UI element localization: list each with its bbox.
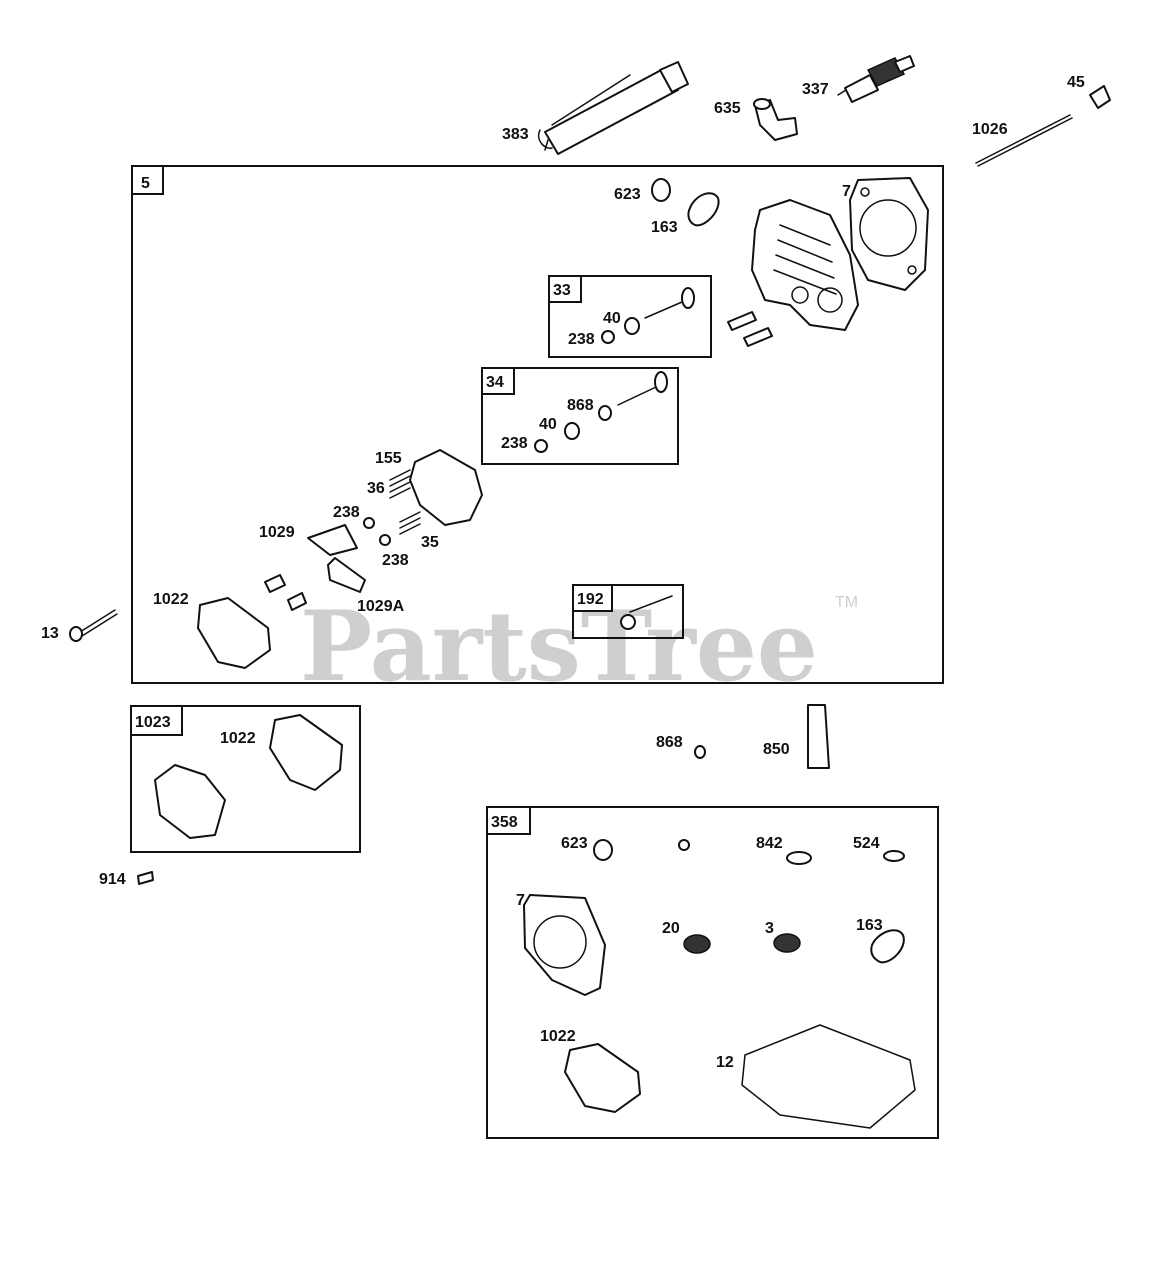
bolt-part[interactable] [69, 609, 118, 642]
o-ring-524-part[interactable] [883, 850, 905, 862]
rocker-arm-part[interactable] [307, 524, 358, 556]
kit-192-frame: 192 [572, 584, 684, 639]
valve-cover-gasket-kit-part[interactable] [564, 1043, 641, 1113]
exhaust-valve-part[interactable] [601, 287, 695, 344]
callout-1022[interactable]: 1022 [153, 591, 189, 608]
exhaust-gasket-kit-part[interactable] [870, 929, 905, 964]
kit-5-frame: 5 [131, 165, 944, 684]
callout-1026[interactable]: 1026 [972, 121, 1008, 138]
watermark-tm: TM [835, 594, 858, 611]
spark-plug-wrench-part[interactable] [538, 61, 689, 155]
valve-cover-part[interactable] [154, 714, 343, 839]
retainer-part[interactable] [379, 534, 391, 546]
callout-12[interactable]: 12 [716, 1054, 734, 1071]
kit-34-frame: 34 [481, 367, 679, 465]
callout-13[interactable]: 13 [41, 625, 59, 642]
push-rod-part[interactable] [975, 85, 1111, 167]
sealant-tube-part[interactable] [807, 704, 830, 769]
stud-part[interactable] [264, 574, 286, 593]
cylinder-head-part[interactable] [727, 199, 859, 347]
kit-1023-frame: 1023 [130, 705, 361, 853]
callout-914[interactable]: 914 [99, 871, 126, 888]
kit-358-label[interactable]: 358 [491, 814, 518, 831]
callout-3[interactable]: 3 [765, 920, 774, 937]
kit-34-label[interactable]: 34 [486, 374, 504, 391]
callout-623[interactable]: 623 [561, 835, 588, 852]
callout-635[interactable]: 635 [714, 100, 741, 117]
callout-36[interactable]: 36 [367, 480, 385, 497]
kit-358-frame: 358 [486, 806, 939, 1139]
head-gasket-kit-part[interactable] [523, 894, 606, 996]
o-ring-842-part[interactable] [786, 851, 812, 865]
screw-part[interactable] [137, 871, 154, 885]
callout-20[interactable]: 20 [662, 920, 680, 937]
callout-850[interactable]: 850 [763, 741, 790, 758]
rocker-arm-part[interactable] [327, 557, 366, 593]
callout-1022[interactable]: 1022 [540, 1028, 576, 1045]
callout-337[interactable]: 337 [802, 81, 829, 98]
kit-33-frame: 33 [548, 275, 712, 358]
callout-623[interactable]: 623 [614, 186, 641, 203]
callout-163[interactable]: 163 [651, 219, 678, 236]
kit-192-label[interactable]: 192 [577, 591, 604, 608]
spark-plug-boot-part[interactable] [753, 98, 798, 141]
exhaust-gasket-part[interactable] [687, 192, 720, 227]
callout-868[interactable]: 868 [656, 734, 683, 751]
callout-383[interactable]: 383 [502, 126, 529, 143]
valve-cover-gasket-part[interactable] [197, 597, 271, 669]
head-gasket-part[interactable] [849, 177, 929, 291]
intake-valve-part[interactable] [534, 371, 668, 453]
callout-524[interactable]: 524 [853, 835, 880, 852]
callout-35[interactable]: 35 [421, 534, 439, 551]
callout-155[interactable]: 155 [375, 450, 402, 467]
retainer-part[interactable] [363, 517, 375, 529]
seal-part[interactable] [678, 839, 690, 851]
o-ring-kit-part[interactable] [593, 839, 613, 861]
watermark: PartsTree [300, 590, 818, 703]
callout-868[interactable]: 868 [567, 397, 594, 414]
oil-seal-20-part[interactable] [683, 934, 711, 954]
spark-plug-part[interactable] [837, 55, 915, 103]
callout-238[interactable]: 238 [501, 435, 528, 452]
o-ring-part[interactable] [651, 178, 671, 202]
callout-1029A[interactable]: 1029A [357, 598, 405, 615]
callout-7[interactable]: 7 [516, 892, 525, 909]
kit-33-label[interactable]: 33 [553, 282, 571, 299]
callout-1022[interactable]: 1022 [220, 730, 256, 747]
callout-163[interactable]: 163 [856, 917, 883, 934]
valve-spring-part[interactable] [389, 469, 421, 535]
callout-40[interactable]: 40 [603, 310, 621, 327]
callout-7[interactable]: 7 [842, 183, 851, 200]
callout-842[interactable]: 842 [756, 835, 783, 852]
callout-40[interactable]: 40 [539, 416, 557, 433]
plug-part[interactable] [694, 745, 706, 759]
kit-1023-label[interactable]: 1023 [135, 714, 171, 731]
callout-238[interactable]: 238 [333, 504, 360, 521]
callout-238[interactable]: 238 [568, 331, 595, 348]
crankcase-gasket-part[interactable] [741, 1024, 916, 1129]
oil-seal-3-part[interactable] [773, 933, 801, 953]
kit-5-label[interactable]: 5 [141, 175, 150, 192]
stud-part[interactable] [287, 592, 307, 611]
rocker-box-part[interactable] [409, 449, 483, 526]
callout-238[interactable]: 238 [382, 552, 409, 569]
breather-part[interactable] [620, 595, 673, 630]
callout-1029[interactable]: 1029 [259, 524, 295, 541]
callout-45[interactable]: 45 [1067, 74, 1085, 91]
